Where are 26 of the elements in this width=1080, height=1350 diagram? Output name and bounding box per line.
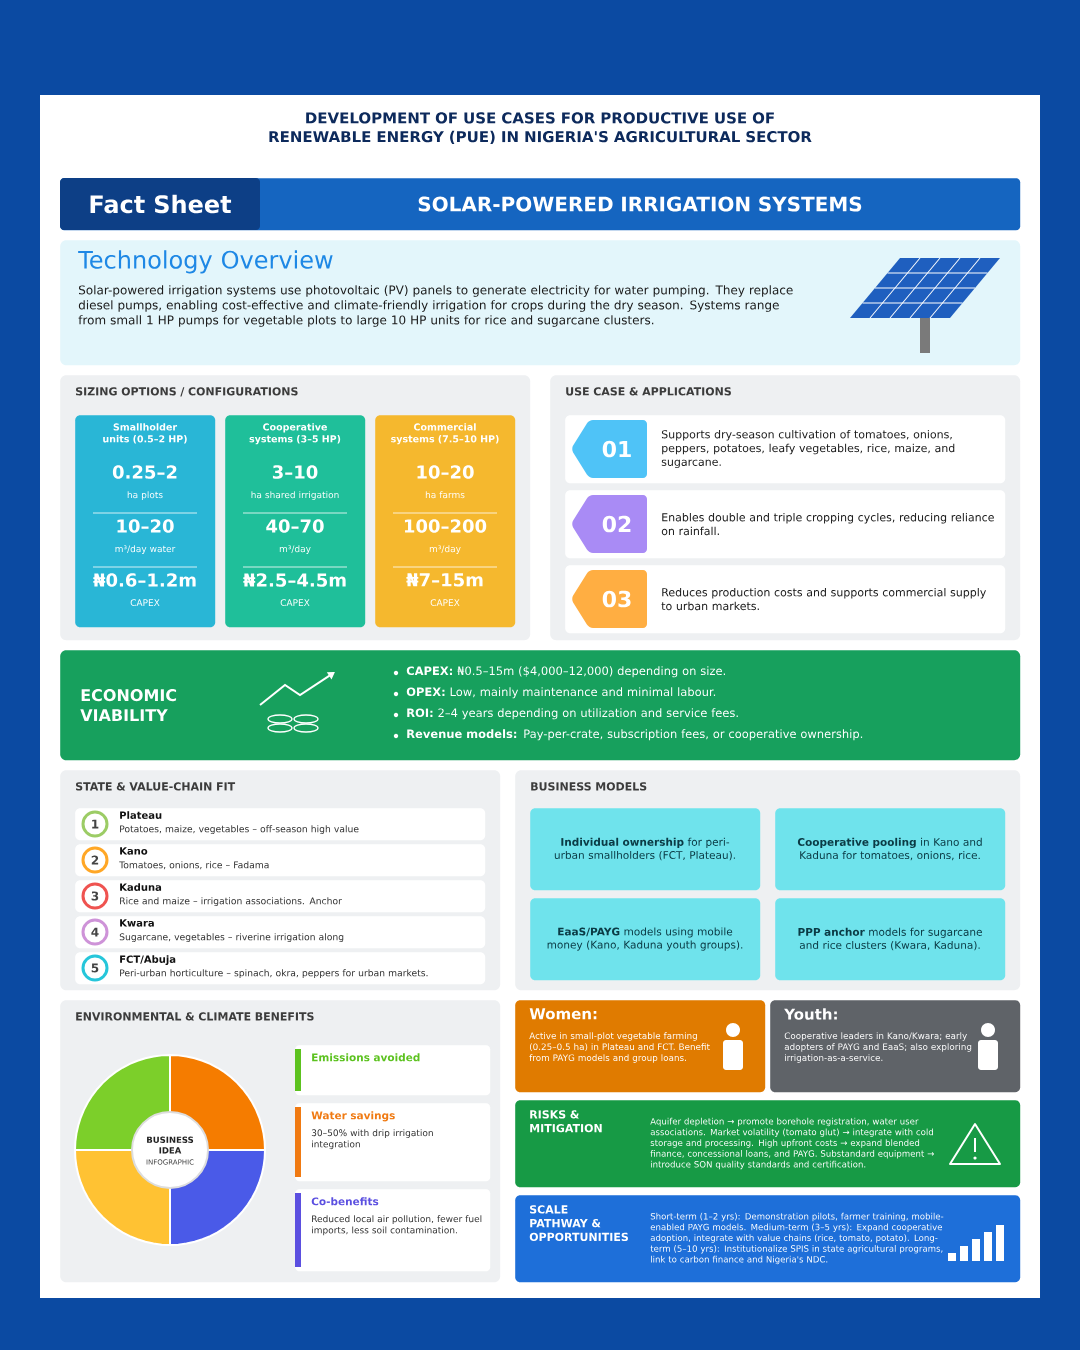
state-row: 4 Kwara Sugarcane, vegetables – riverine irrigation along bbox=[75, 916, 486, 949]
economics-band: ECONOMIC VIABILITY CAPEX: ₦0.5–15m ($4,000–12,000) depending on size. OPEX: Low, mainly maintenance and minimal labour. ROI: 2–4 years depending on utilization and service fees. Revenue models: Pay-per-crate, subscription fees, or cooperative ownership. bbox=[60, 650, 1021, 761]
title: DEVELOPMENT OF USE CASES FOR PRODUCTIVE USE OF RENEWABLE ENERGY (PUE) IN NIGERIA'S AGRICULTURAL SECTOR bbox=[269, 112, 812, 145]
business-model-box: PPP anchor models for sugarcane and rice clusters (Kwara, Kaduna). bbox=[775, 898, 1006, 981]
state-row: 3 Kaduna Rice and maize – irrigation associations. Anchor bbox=[75, 880, 486, 913]
sizing-card: Cooperative systems (3–5 HP) 3–10 ha shared irrigation 40–70 m³/day ₦2.5–4.5m CAPEX bbox=[225, 415, 366, 628]
benefit-card: Co-benefits Reduced local air pollution, fewer fuel imports, less soil contamination. bbox=[295, 1189, 491, 1272]
state-row: 5 FCT/Abuja Peri-urban horticulture – spinach, okra, peppers for urban markets. bbox=[75, 952, 486, 985]
info-band: RISKS & MITIGATION Aquifer depletion → promote borehole registration, water user associations. Market volatility (tomato glut) → integrate with cold storage and processing. High upfront costs → expand blended finance, concessional loans, and PAYG. Substandard equipment → introduce SON quality standards and certification. bbox=[515, 1100, 1021, 1188]
business-model-box: EaaS/PAYG models using mobile money (Kano, Kaduna youth groups). bbox=[530, 898, 761, 981]
info-band: SCALE PATHWAY & OPPORTUNITIES Short-term (1–2 yrs): Demonstration pilots, farmer training, mobile-enabled PAYG models. Medium-term (3–5 yrs): Expand cooperative adoption, integrate with value chains (rice, tomato, potato). Long-term (5–10 yrs): Institutionalize SPIS in state agricultural programs, link to carbon finance and Nigeria's NDC. bbox=[515, 1195, 1021, 1283]
business-model-box: Individual ownership for peri-urban smallholders (FCT, Plateau). bbox=[530, 808, 761, 891]
sizing-card: Smallholder units (0.5–2 HP) 0.25–2 ha plots 10–20 m³/day water ₦0.6–1.2m CAPEX bbox=[75, 415, 216, 628]
group-card: Youth: Cooperative leaders in Kano/Kwara; early adopters of PAYG and EaaS; also exploring irrigation-as-a-service. bbox=[770, 1000, 1021, 1093]
sizing-card: Commercial systems (7.5–10 HP) 10–20 ha farms 100–200 m³/day ₦7–15m CAPEX bbox=[375, 415, 516, 628]
business-model-box: Cooperative pooling in Kano and Kaduna for tomatoes, onions, rice. bbox=[775, 808, 1006, 891]
use-case-row: 01 Supports dry-season cultivation of tomatoes, onions, peppers, potatoes, leafy vegetables, rice, maize, and sugarcane. bbox=[565, 415, 1006, 484]
benefit-card: Emissions avoided bbox=[295, 1045, 491, 1096]
state-row: 2 Kano Tomatoes, onions, rice – Fadama bbox=[75, 844, 486, 877]
title-banner: Fact Sheet SOLAR-POWERED IRRIGATION SYSTEMS bbox=[60, 178, 1021, 231]
overview-panel: Technology Overview Solar-powered irrigation systems use photovoltaic (PV) panels to generate electricity for water pumping. They replace diesel pumps, enabling cost-effective and climate-friendly irrigation for crops during the dry season. Systems range from small 1 HP pumps for vegetable plots to large 10 HP units for rice and sugarcane clusters. bbox=[60, 240, 1021, 366]
use-case-row: 02 Enables double and triple cropping cycles, reducing reliance on rainfall. bbox=[565, 490, 1006, 559]
benefit-card: Water savings 30–50% with drip irrigation integration bbox=[295, 1103, 491, 1182]
group-card: Women: Active in small-plot vegetable farming (0.25–0.5 ha) in Plateau and FCT. Benefit from PAYG models and group loans. bbox=[515, 1000, 766, 1093]
use-case-row: 03 Reduces production costs and supports commercial supply to urban markets. bbox=[565, 565, 1006, 634]
state-row: 1 Plateau Potatoes, maize, vegetables – off-season high value bbox=[75, 808, 486, 841]
